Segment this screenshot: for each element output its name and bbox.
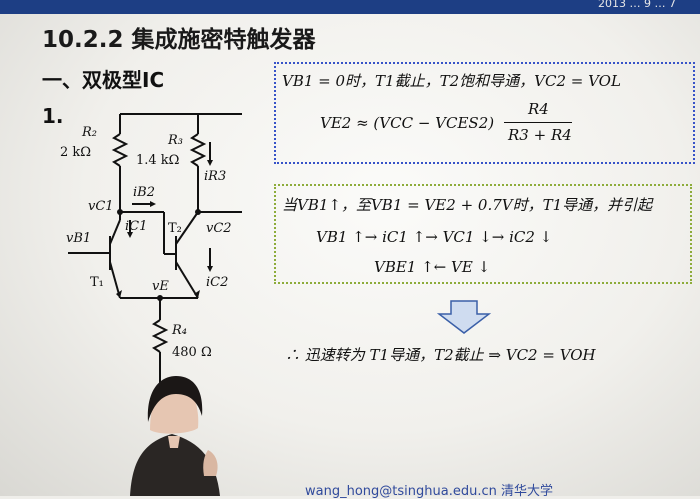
box2-line2: VB1 ↑→ iC1 ↑→ VC1 ↓→ iC2 ↓ bbox=[316, 228, 553, 246]
r4-value: 480 Ω bbox=[172, 345, 212, 360]
label-vc1: vC1 bbox=[88, 199, 114, 214]
box1-line1: VB1 = 0时，T1截止，T2饱和导通，VC2 = VOL bbox=[282, 72, 621, 90]
transition-box: 当VB1↑，至VB1 = VE2 + 0.7V时，T1导通，并引起 VB1 ↑→… bbox=[274, 184, 692, 284]
box1-fraction-numerator: R4 bbox=[528, 100, 549, 118]
r2-value: 2 kΩ bbox=[60, 145, 91, 160]
item-number: 1. bbox=[42, 104, 64, 128]
slide-title: 10.2.2 集成施密特触发器 bbox=[42, 27, 316, 53]
conclusion-text: ∴ 迅速转为 T1导通，T2截止 ⇒ VC2 = VOH bbox=[285, 346, 596, 364]
schmitt-circuit-diagram: R₂ 2 kΩ R₃ 1.4 kΩ vC1 iB2 iR3 iC1 T₂ vC2… bbox=[60, 113, 242, 386]
label-t1: T₁ bbox=[90, 275, 104, 290]
label-ib2: iB2 bbox=[133, 185, 155, 200]
label-vb1: vB1 bbox=[66, 231, 91, 246]
label-vc2: vC2 bbox=[206, 221, 232, 236]
r4-name: R₄ bbox=[171, 323, 187, 338]
header-corner-text: 2013 … 9 … 7 bbox=[598, 0, 676, 10]
slide-subtitle: 一、双极型IC bbox=[42, 68, 165, 92]
box2-line1: 当VB1↑，至VB1 = VE2 + 0.7V时，T1导通，并引起 bbox=[282, 196, 653, 214]
footer-email: wang_hong@tsinghua.edu.cn 清华大学 bbox=[305, 484, 553, 499]
label-ic2: iC2 bbox=[206, 275, 228, 290]
label-t2: T₂ bbox=[168, 221, 182, 236]
box1-line2: VE2 ≈ (VCC − VCES2) bbox=[320, 114, 495, 132]
r2-name: R₂ bbox=[81, 125, 97, 140]
label-ic1: iC1 bbox=[125, 219, 147, 234]
initial-state-box: VB1 = 0时，T1截止，T2饱和导通，VC2 = VOL VE2 ≈ (VC… bbox=[274, 62, 695, 164]
r3-value: 1.4 kΩ bbox=[136, 153, 179, 168]
label-ve: vE bbox=[152, 279, 169, 294]
label-ir3: iR3 bbox=[204, 169, 226, 184]
fraction-bar bbox=[504, 122, 572, 123]
down-arrow-icon bbox=[437, 300, 491, 334]
box1-fraction-denominator: R3 + R4 bbox=[508, 126, 572, 144]
r3-name: R₃ bbox=[167, 133, 183, 148]
slide-top-bar: 2013 … 9 … 7 bbox=[0, 0, 700, 14]
box2-line3: VBE1 ↑← VE ↓ bbox=[374, 258, 491, 276]
presenter-image bbox=[130, 376, 220, 496]
